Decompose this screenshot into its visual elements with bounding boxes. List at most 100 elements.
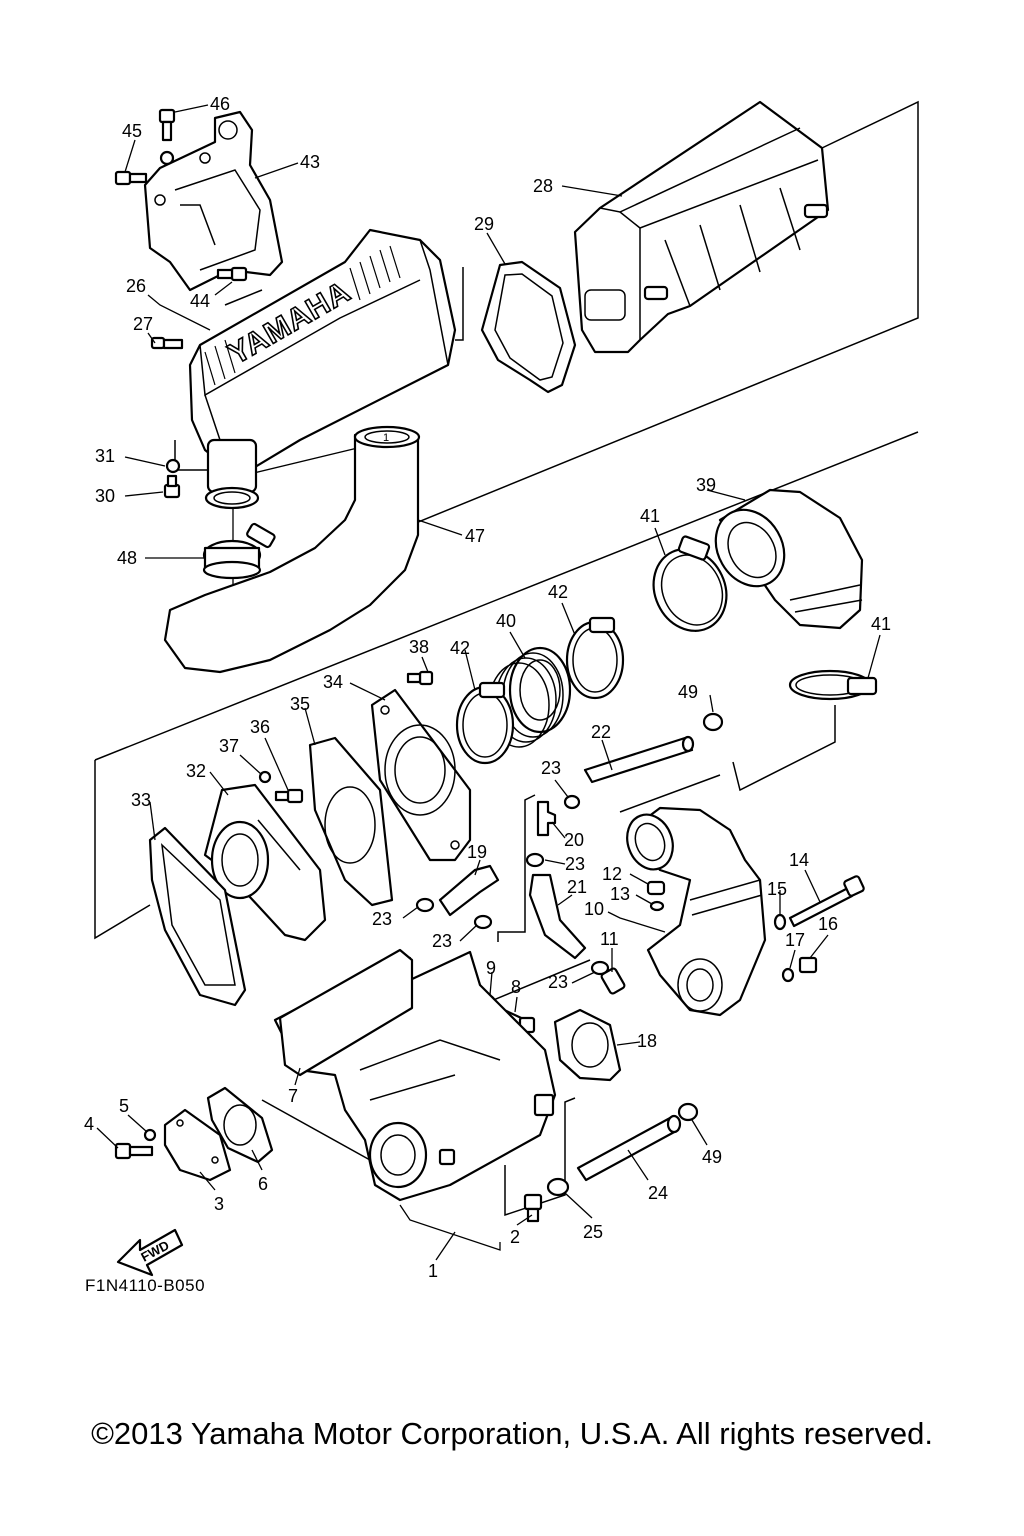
callout-46: 46	[210, 94, 230, 114]
tee-fitting-20	[536, 800, 557, 837]
gasket-35	[308, 736, 394, 907]
gasket-29	[480, 260, 577, 394]
callout-12: 12	[602, 864, 622, 884]
elbow-duct-39	[714, 488, 864, 630]
diagram-code: F1N4110-B050	[85, 1276, 205, 1295]
callout-21: 21	[567, 877, 587, 897]
pipe-24	[576, 1114, 682, 1182]
callout-15: 15	[767, 879, 787, 899]
callout-23-e: 23	[548, 972, 568, 992]
bolt-16	[798, 956, 818, 974]
callout-1-hose-mark: 1	[383, 432, 389, 444]
silencer-box-28	[573, 100, 830, 354]
copyright-notice: ©2013 Yamaha Motor Corporation, U.S.A. A…	[91, 1416, 933, 1451]
section-frame-lines	[94, 100, 919, 1217]
washer-15	[773, 913, 787, 931]
clamp-48	[202, 522, 276, 580]
callout-30: 30	[95, 486, 115, 506]
callout-22: 22	[591, 722, 611, 742]
callout-44: 44	[190, 291, 210, 311]
clamp-41-upper	[652, 535, 728, 632]
hose-19	[438, 864, 500, 917]
callout-6: 6	[258, 1174, 268, 1194]
callout-26: 26	[126, 276, 146, 296]
callout-23-a: 23	[541, 758, 561, 778]
fwd-arrow-icon: FWD	[116, 1228, 184, 1277]
small-bolts-top	[114, 108, 248, 499]
callout-1: 1	[428, 1261, 438, 1281]
o-ring-13	[649, 900, 665, 912]
callout-29: 29	[474, 214, 494, 234]
outlet-elbow	[626, 806, 767, 1017]
callout-27: 27	[133, 314, 153, 334]
callout-33: 33	[131, 790, 151, 810]
callout-4: 4	[84, 1114, 94, 1134]
hose-clamps-23	[415, 794, 610, 976]
callout-10: 10	[584, 899, 604, 919]
callout-14: 14	[789, 850, 809, 870]
adapter-32	[203, 783, 327, 942]
callout-48: 48	[117, 548, 137, 568]
callout-34: 34	[323, 672, 343, 692]
callout-47: 47	[465, 526, 485, 546]
clamp-42-right	[565, 616, 625, 700]
callout-41-upper: 41	[640, 506, 660, 526]
gasket-6	[206, 1086, 274, 1164]
callout-17: 17	[785, 930, 805, 950]
clamp-49-upper	[702, 712, 724, 732]
hose-47	[163, 425, 421, 674]
callout-5: 5	[119, 1096, 129, 1116]
callout-labels: 46 45 43 28 29 26 44 27 31 30 47 48 39 4…	[84, 94, 891, 1281]
bolt-36	[286, 788, 304, 804]
cover-3	[163, 1108, 232, 1182]
clamp-25	[546, 1177, 570, 1197]
callout-7: 7	[288, 1086, 298, 1106]
callout-3: 3	[214, 1194, 224, 1214]
leader-lines	[96, 104, 881, 1261]
gasket-18	[553, 1008, 622, 1082]
callout-35: 35	[290, 694, 310, 714]
pipe-22	[583, 735, 695, 784]
callout-45: 45	[122, 121, 142, 141]
clamp-41-lower	[788, 669, 878, 701]
callout-23-c: 23	[372, 909, 392, 929]
callout-31: 31	[95, 446, 115, 466]
callout-9: 9	[486, 958, 496, 978]
callout-13: 13	[610, 884, 630, 904]
callout-37: 37	[219, 736, 239, 756]
callout-49-lower: 49	[702, 1147, 722, 1167]
clamp-49-lower	[677, 1102, 699, 1122]
callout-42-right: 42	[548, 582, 568, 602]
callout-39: 39	[696, 475, 716, 495]
clamp-42-left	[455, 681, 515, 765]
callout-32: 32	[186, 761, 206, 781]
gasket-33	[148, 826, 247, 1007]
callout-41-lower: 41	[871, 614, 891, 634]
hose-21	[528, 873, 587, 960]
bolt-38	[418, 670, 434, 686]
callout-28: 28	[533, 176, 553, 196]
adapter-plate-34	[370, 688, 472, 862]
bolt-4	[114, 1142, 132, 1160]
callout-42-left: 42	[450, 638, 470, 658]
callout-18: 18	[637, 1031, 657, 1051]
callout-24: 24	[648, 1183, 668, 1203]
gasket-7	[278, 948, 414, 1077]
plug-12	[646, 880, 666, 896]
callout-36: 36	[250, 717, 270, 737]
callout-2: 2	[510, 1227, 520, 1247]
bolt-14	[788, 875, 865, 928]
callout-49-upper: 49	[678, 682, 698, 702]
bracket-43	[143, 110, 284, 292]
callout-38: 38	[409, 637, 429, 657]
callout-19: 19	[467, 842, 487, 862]
callout-8: 8	[511, 977, 521, 997]
callout-43: 43	[300, 152, 320, 172]
callout-23-b: 23	[565, 854, 585, 874]
washer-37	[258, 770, 272, 784]
washer-17	[781, 967, 795, 983]
washer-5	[143, 1128, 157, 1142]
callout-20: 20	[564, 830, 584, 850]
callout-40: 40	[496, 611, 516, 631]
